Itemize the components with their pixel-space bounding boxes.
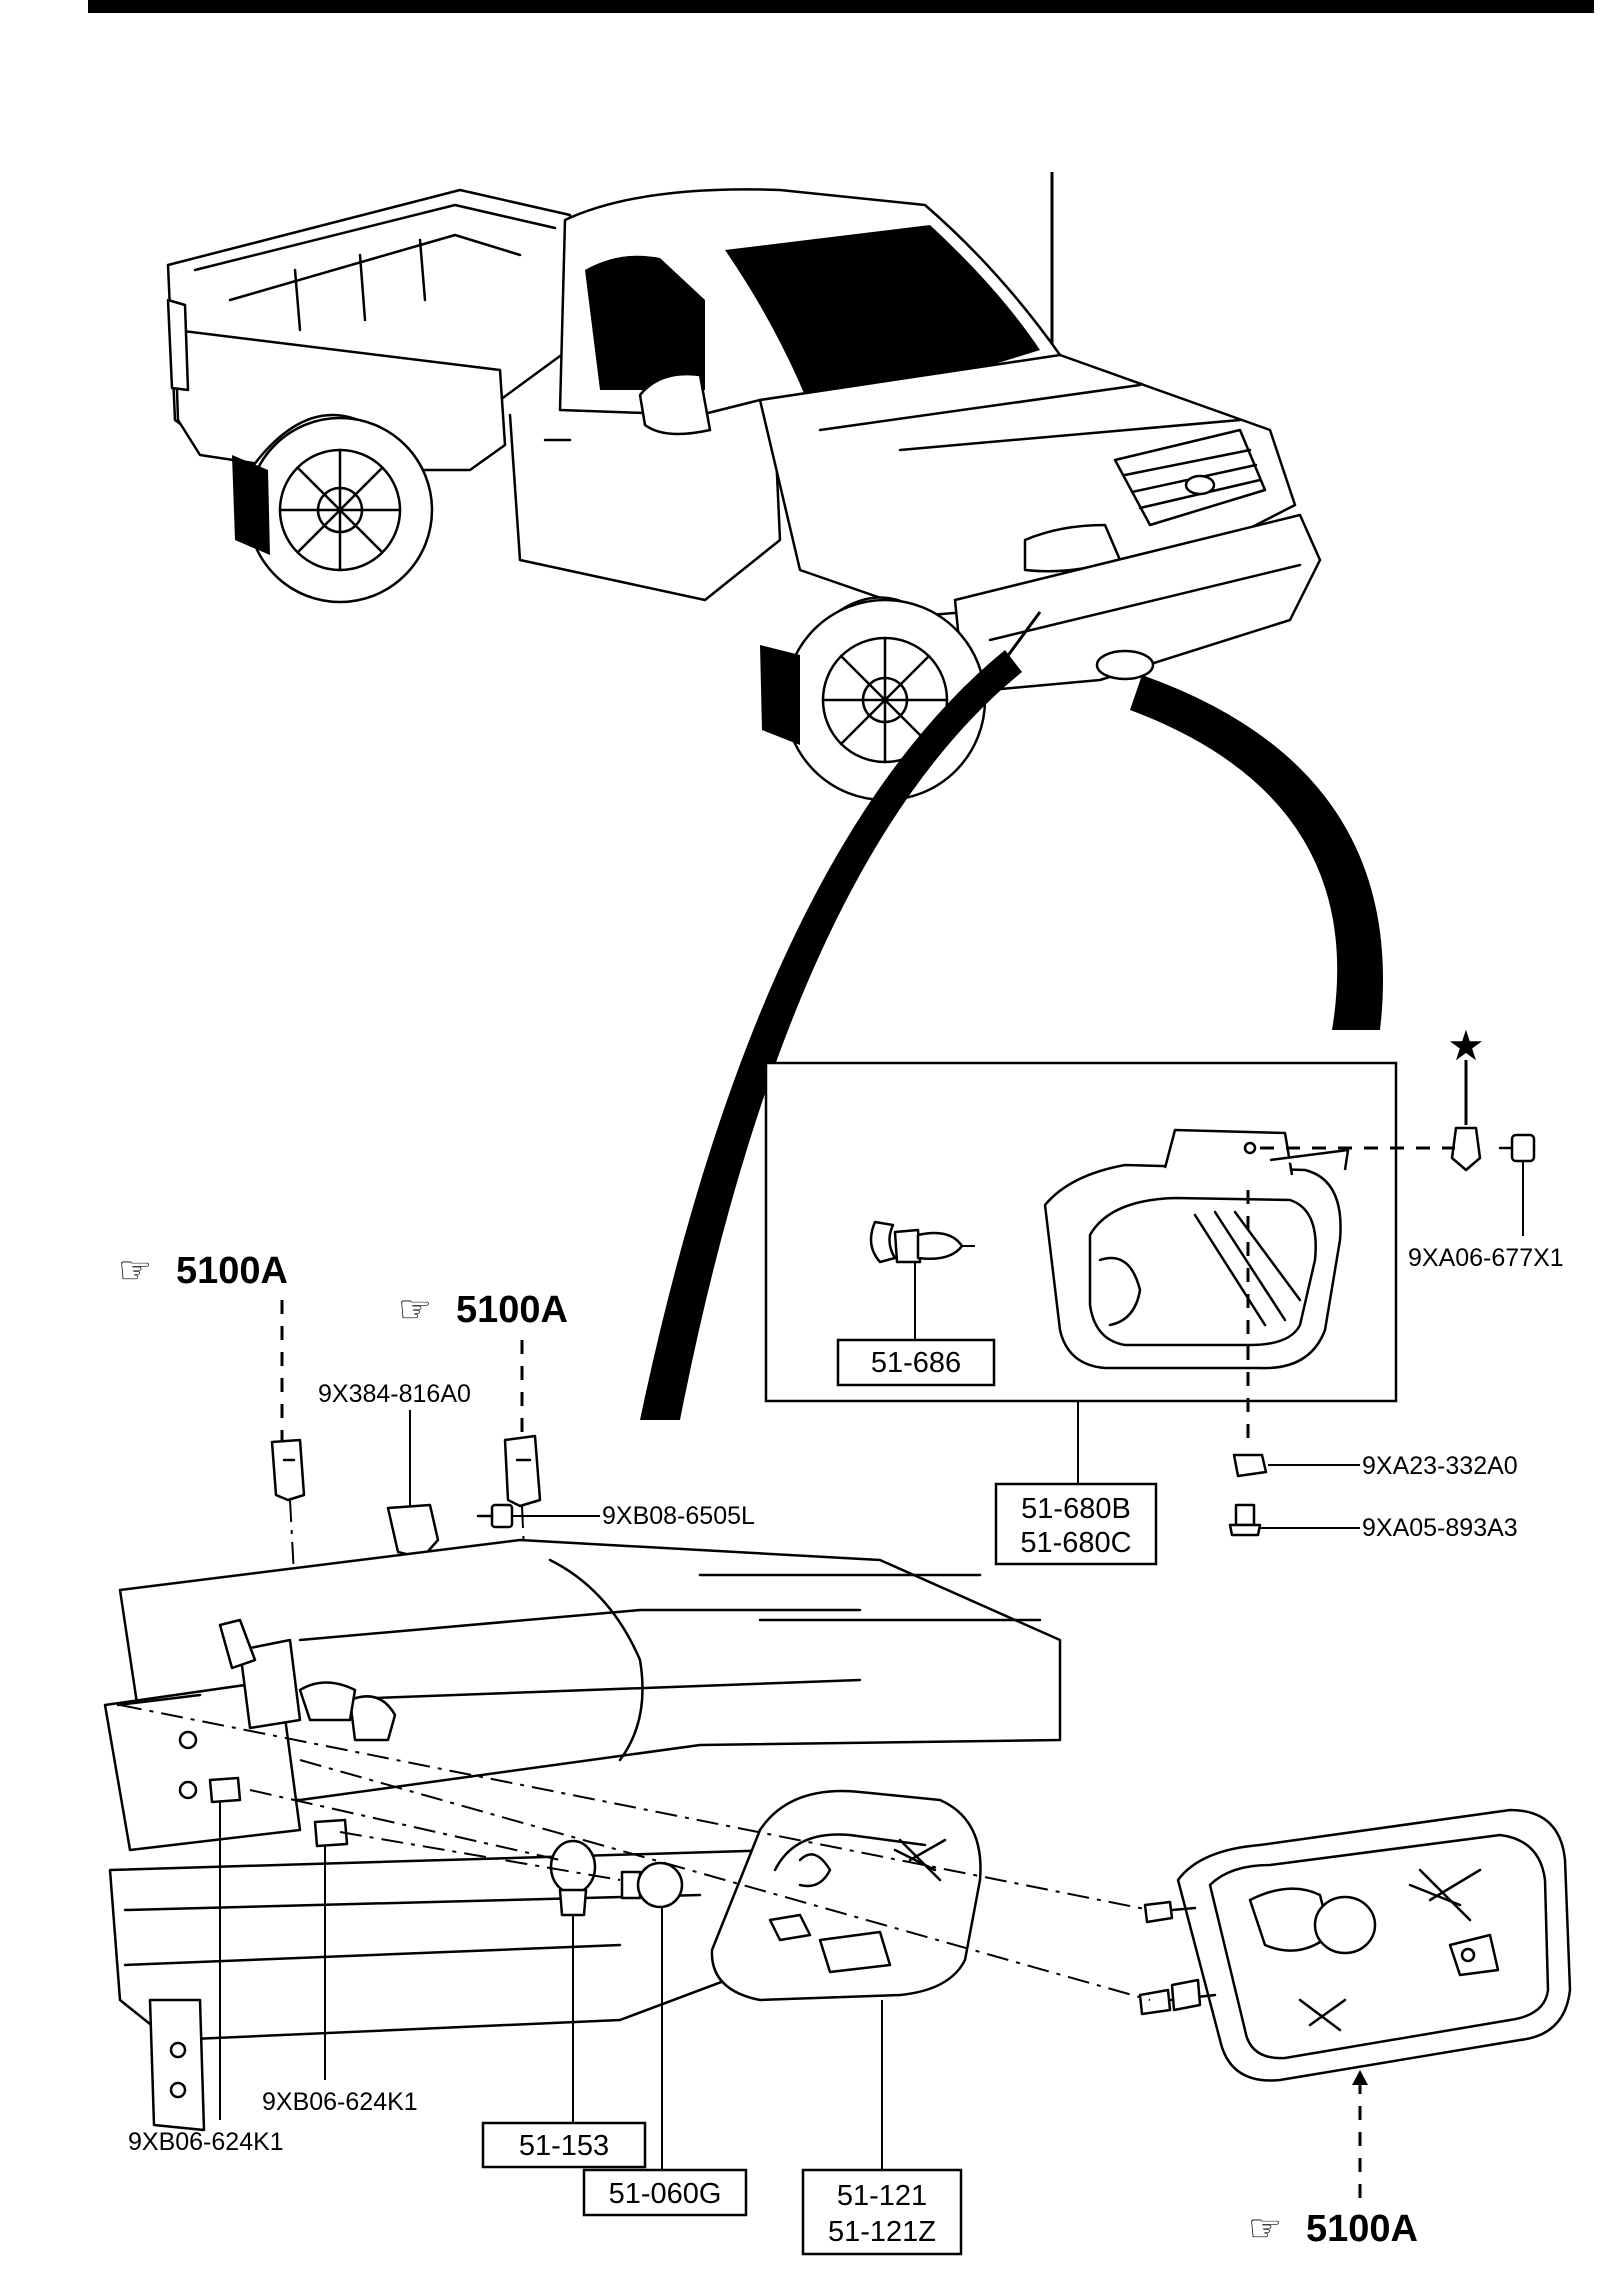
fog-lamp-label-1: 51-680B bbox=[1021, 1493, 1131, 1525]
side-bulb-label-box bbox=[582, 2168, 748, 2217]
fog-nut-icon bbox=[1232, 1453, 1268, 1478]
ref-5100a-left: ☞ 5100A bbox=[118, 1248, 288, 1292]
truck-illustration bbox=[166, 172, 1322, 802]
side-bulb-icon bbox=[620, 1861, 684, 1909]
side-socket-label: 51-153 bbox=[519, 2130, 609, 2162]
fog-nut-label: 9XA23-332A0 bbox=[1362, 1452, 1518, 1480]
fog-lamp-label-box bbox=[994, 1482, 1158, 1566]
fog-lamp-icon bbox=[1043, 1128, 1350, 1370]
ref-5100a-middle: ☞ 5100A bbox=[398, 1287, 568, 1331]
turn-lamp-icon bbox=[710, 1789, 982, 2002]
bracket-nut-label: 9X384-816A0 bbox=[318, 1380, 471, 1408]
screw-center-icon bbox=[476, 1503, 514, 1529]
socket-b-label: 9XB06-624K1 bbox=[262, 2088, 418, 2116]
screw-center-label: 9XB08-6505L bbox=[602, 1502, 755, 1530]
turn-lamp-label-2: 51-121Z bbox=[828, 2216, 936, 2248]
turn-lamp-label-box bbox=[801, 2168, 963, 2256]
socket-b-icon bbox=[313, 1818, 349, 1848]
side-socket-label-box bbox=[481, 2121, 647, 2169]
ref-label-left: 5100A bbox=[176, 1250, 288, 1292]
fog-bulb-icon bbox=[869, 1220, 975, 1264]
callout-curves bbox=[640, 611, 1384, 1420]
socket-a-label: 9XB06-624K1 bbox=[128, 2128, 284, 2156]
fog-bulb-label-box bbox=[836, 1338, 996, 1387]
ref-5100a-bottom: ☞ 5100A bbox=[1248, 2206, 1418, 2250]
side-socket-icon bbox=[549, 1839, 597, 1917]
clip-bracket-middle-icon bbox=[503, 1434, 542, 1508]
front-end-structure bbox=[103, 1538, 1062, 2132]
ref-label-bottom: 5100A bbox=[1306, 2208, 1418, 2250]
hand-pointer-icon: ☞ bbox=[118, 1248, 152, 1292]
hand-pointer-icon: ☞ bbox=[1248, 2206, 1282, 2250]
turn-lamp-label-1: 51-121 bbox=[837, 2180, 927, 2212]
fog-screw-label: 9XA06-677X1 bbox=[1408, 1244, 1564, 1272]
ref-label-middle: 5100A bbox=[456, 1289, 568, 1331]
clip-bracket-left-icon bbox=[270, 1438, 306, 1502]
socket-a-icon bbox=[208, 1776, 242, 1804]
adjuster-screw-icon bbox=[1138, 1900, 1217, 2016]
clip-nut-icon bbox=[1450, 1126, 1482, 1172]
side-bulb-label: 51-060G bbox=[609, 2178, 722, 2210]
fog-lamp-label-2: 51-680C bbox=[1020, 1527, 1131, 1559]
screw-right-icon bbox=[1498, 1133, 1536, 1163]
bracket-nut-icon bbox=[386, 1503, 440, 1560]
top-border-bar bbox=[88, 0, 1594, 13]
fog-bolt-label: 9XA05-893A3 bbox=[1362, 1514, 1518, 1542]
headlamp-icon bbox=[1176, 1808, 1572, 2082]
fog-bolt-icon bbox=[1228, 1503, 1262, 1537]
hand-pointer-icon: ☞ bbox=[398, 1287, 432, 1331]
fog-bulb-label: 51-686 bbox=[871, 1347, 961, 1379]
